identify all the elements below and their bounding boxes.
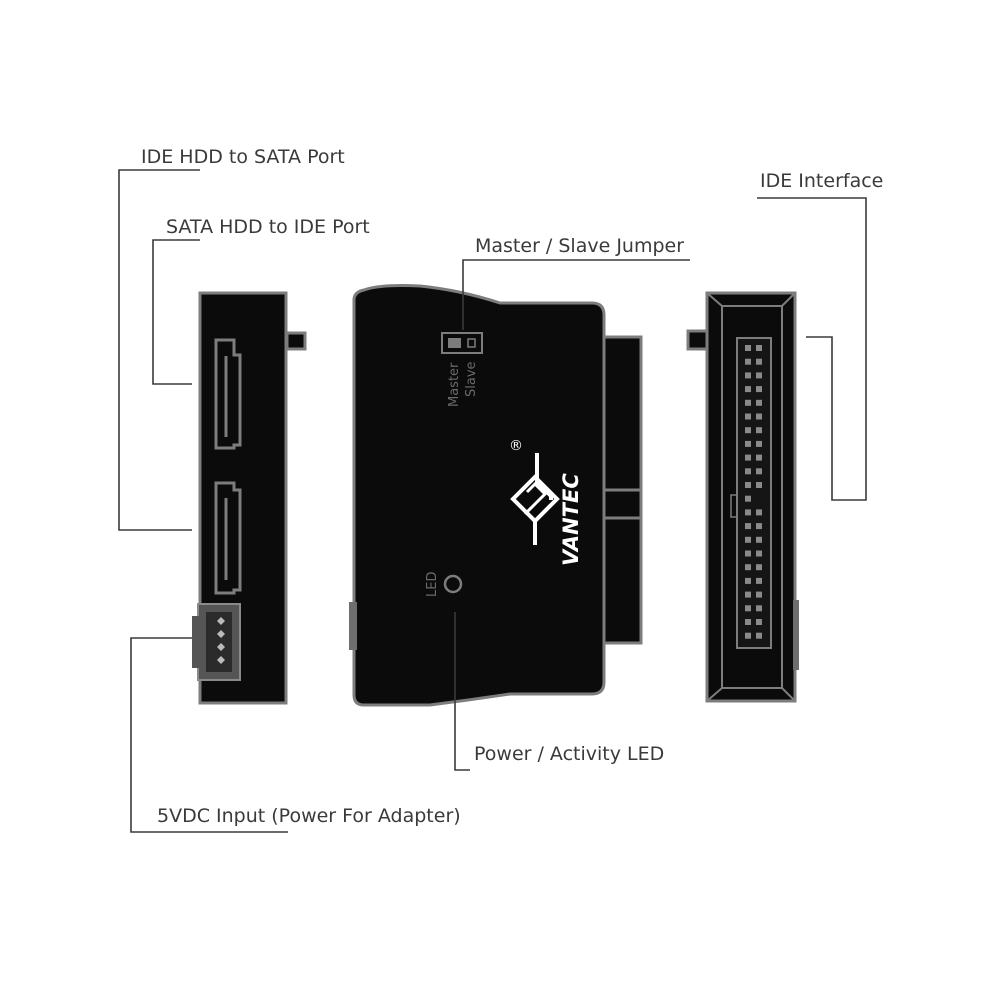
ide-pin	[756, 468, 762, 475]
ide-pin	[756, 591, 762, 598]
callout-power-activity-led: Power / Activity LED	[474, 743, 665, 765]
ide-pin	[745, 495, 751, 502]
ide-pin	[745, 372, 751, 379]
ide-pin-header	[736, 337, 772, 649]
ide-pin	[745, 591, 751, 598]
ide-pin	[756, 427, 762, 434]
body-notch	[349, 602, 357, 650]
ide-pin	[756, 605, 762, 612]
ide-pin	[745, 427, 751, 434]
master-slave-jumper	[441, 332, 483, 354]
leader-power-activity-led	[454, 612, 470, 771]
ide-pin	[756, 358, 762, 365]
ide-pin	[756, 372, 762, 379]
ide-pin	[745, 440, 751, 447]
ide-pin	[745, 454, 751, 461]
ide-pin-grid	[745, 345, 762, 639]
ide-pin	[745, 619, 751, 625]
logo-stroke-top	[535, 453, 553, 500]
led-label: LED	[425, 572, 440, 597]
ide-pin	[745, 605, 751, 612]
jumper-slave-label: Slave	[464, 361, 479, 397]
sata-port-upper	[214, 338, 242, 450]
ide-pin	[756, 345, 762, 351]
leader-ide-hdd-to-sata	[118, 169, 200, 531]
ide-pin	[756, 523, 762, 530]
ide-pin	[745, 345, 751, 351]
ide-pin	[756, 399, 762, 406]
registered-mark: ®	[509, 438, 523, 454]
dc-input-connector	[192, 603, 241, 681]
left-view-tab	[285, 331, 307, 351]
ide-pin	[756, 632, 762, 639]
ide-pin	[745, 577, 751, 584]
ide-pin	[745, 632, 751, 639]
adapter-body	[352, 284, 606, 707]
center-top-view: Master Slave LED ® VANTEC	[349, 284, 643, 707]
right-view-notch	[793, 600, 799, 670]
leader-sata-hdd-to-ide	[152, 239, 200, 385]
ide-pin	[756, 454, 762, 461]
callout-sata-hdd-to-ide-port: SATA HDD to IDE Port	[166, 216, 370, 238]
leader-ide-interface	[757, 197, 867, 501]
ide-pin	[756, 577, 762, 584]
callout-ide-hdd-to-sata-port: IDE HDD to SATA Port	[141, 146, 345, 168]
sata-port-lower	[214, 481, 242, 595]
ide-pin	[756, 386, 762, 393]
ide-pin	[745, 536, 751, 543]
ide-pin	[756, 536, 762, 543]
left-side-view	[192, 291, 307, 705]
right-view-inner-frame	[721, 305, 783, 689]
ide-pin	[745, 399, 751, 406]
brand-logo: ® VANTEC	[509, 438, 583, 566]
ide-pin	[756, 550, 762, 557]
ide-connector-key	[601, 488, 643, 520]
led-indicator	[443, 574, 463, 594]
leader-master-slave-jumper	[462, 259, 690, 330]
ide-pin	[745, 509, 751, 516]
callout-master-slave-jumper: Master / Slave Jumper	[475, 235, 685, 257]
ide-pin	[756, 482, 762, 488]
jumper-master-label: Master	[447, 362, 462, 407]
right-side-view	[686, 291, 799, 703]
ide-pin	[745, 564, 751, 571]
leader-dc-input	[130, 637, 288, 833]
ide-pin	[756, 619, 762, 625]
ide-pin-header-key	[730, 494, 738, 518]
callout-5vdc-input: 5VDC Input (Power For Adapter)	[157, 805, 461, 827]
ide-pin	[756, 440, 762, 447]
brand-name: VANTEC	[559, 473, 583, 566]
ide-pin	[756, 413, 762, 420]
ide-pin	[745, 358, 751, 365]
ide-pin	[756, 509, 762, 516]
ide-pin	[745, 468, 751, 475]
ide-pin	[756, 564, 762, 571]
ide-pin	[745, 550, 751, 557]
ide-pin	[745, 482, 751, 488]
logo-s-mark	[523, 481, 548, 516]
callout-ide-interface: IDE Interface	[760, 170, 884, 192]
ide-pin	[745, 523, 751, 530]
ide-pin	[745, 386, 751, 393]
ide-pin	[745, 413, 751, 420]
logo-diamond	[510, 474, 560, 524]
